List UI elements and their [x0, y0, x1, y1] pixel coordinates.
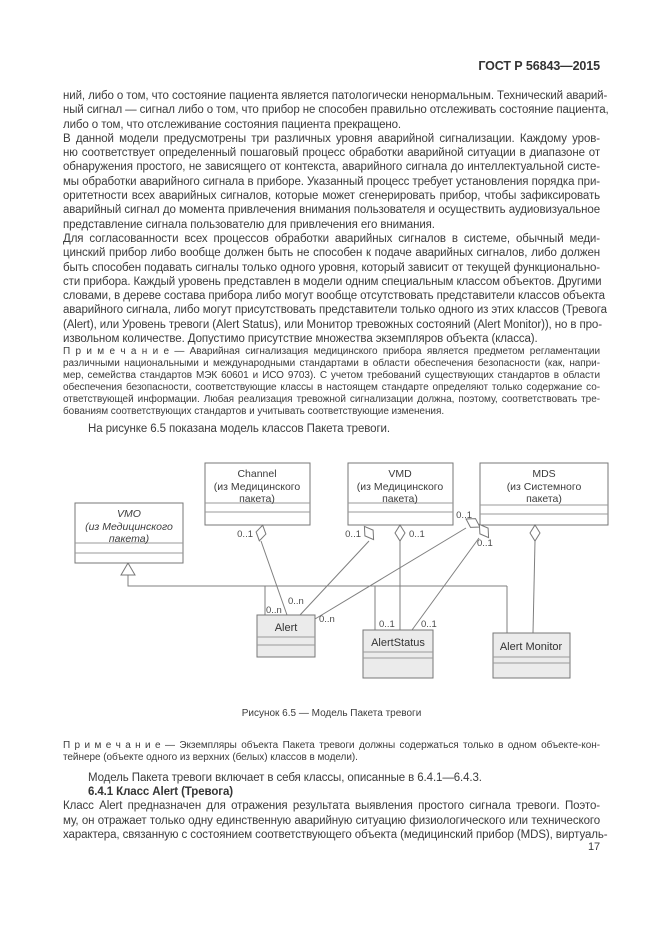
generalization-triangle-icon	[120, 562, 136, 576]
aggregation-diamonds	[255, 518, 541, 542]
text-line: ню соответствует определенный пошаговый …	[63, 147, 600, 160]
vmo-package-line2: пакета)	[109, 533, 149, 545]
text-line: Класс Alert предназначен для отражения р…	[63, 800, 600, 813]
mult-mds-status-whole: 0..1	[477, 538, 493, 549]
class-box-channel: Channel (из Медицинского пакета)	[204, 462, 311, 526]
edge-mds-alertstatus	[411, 537, 480, 631]
paragraph-5: Модель Пакета тревоги включает в себя кл…	[88, 771, 482, 784]
alertstatus-name: AlertStatus	[371, 637, 425, 649]
text-line: представление сигнала пользователю для п…	[63, 218, 435, 231]
class-box-mds: MDS (из Системного пакета)	[479, 462, 609, 526]
text-line: аварийный сигнал до момента привлечения …	[63, 204, 600, 217]
text-column: ГОСТ Р 56843—2015 ний, либо о том, что с…	[63, 0, 609, 854]
paragraph-1: ний, либо о том, что состояние пациента …	[63, 89, 609, 132]
mult-channel-whole: 0..1	[237, 529, 253, 540]
mult-status-part-right: 0..1	[421, 619, 437, 630]
text-line: аварийного сигнала, либо могут присутств…	[63, 304, 607, 317]
uml-class-diagram-figure: VMO (из Медицинского пакета) Channel (из…	[0, 455, 661, 705]
text-line: ный сигнал — сигнал либо о том, что приб…	[63, 104, 609, 117]
paragraph-3: Для согласованности всех процессов обраб…	[63, 232, 607, 346]
page-header-standard-number: ГОСТ Р 56843—2015	[478, 59, 600, 73]
paragraph-figure-ref: На рисунке 6.5 показана модель классов П…	[88, 423, 390, 436]
vmo-name: VMO	[117, 508, 141, 520]
paragraph-2: В данной модели предусмотрены три различ…	[63, 132, 600, 232]
aggregation-diamond-vmd-left-icon	[363, 525, 375, 541]
text-line: сти прибора. Каждый уровень представлен …	[63, 275, 602, 288]
generalization-edges	[120, 562, 508, 633]
text-line: характера, связанную с состоянием соотве…	[63, 828, 608, 841]
channel-package-line2: пакета)	[239, 493, 275, 505]
aggregation-diamond-mds-corner-icon	[478, 523, 490, 539]
note-2: П р и м е ч а н и е — Экземпляры объекта…	[63, 740, 600, 764]
text-line: П р и м е ч а н и е — Экземпляры объекта…	[63, 739, 600, 751]
text-line: обнаружения простого, не зависящего от к…	[63, 161, 600, 174]
aggregation-diamond-channel-icon	[255, 524, 267, 542]
text-line: либо о том, что отслеживание состояния п…	[63, 118, 402, 131]
aggregation-diamond-vmd-right-icon	[394, 524, 406, 542]
heading-6-4-1: 6.4.1 Класс Alert (Тревога)	[88, 785, 233, 798]
class-box-alertmonitor: Alert Monitor	[492, 632, 571, 679]
mds-name: MDS	[532, 468, 555, 480]
class-box-vmo: VMO (из Медицинского пакета)	[74, 502, 184, 564]
edge-channel-alert	[260, 540, 288, 616]
text-line: тейнере (объекте одного из верхних (белы…	[63, 751, 358, 763]
mult-alert-part-left: 0..n	[266, 605, 282, 616]
text-line: быть способен подавать сигналы только од…	[63, 261, 600, 274]
text-line: различными национальными и международным…	[63, 358, 600, 370]
edge-vmd-alert	[299, 540, 370, 616]
paragraph-6: Класс Alert предназначен для отражения р…	[63, 799, 608, 842]
text-line: Для согласованности всех процессов обраб…	[63, 232, 600, 245]
mult-alert-part-top: 0..n	[288, 596, 304, 607]
edge-mds-alert	[314, 527, 467, 620]
mult-vmd-alert-whole: 0..1	[345, 529, 361, 540]
text-line: ответствующей информации. Любая реализац…	[63, 394, 600, 406]
aggregation-edges	[260, 527, 536, 634]
multiplicity-labels: 0..1 0..1 0..1 0..1 0..1 0..n 0..n 0..n …	[237, 510, 493, 630]
uml-diagram-svg: VMO (из Медицинского пакета) Channel (из…	[74, 462, 609, 679]
mult-alert-part-right: 0..n	[319, 614, 335, 625]
vmd-package-line2: пакета)	[382, 493, 418, 505]
text-line: П р и м е ч а н и е — Аварийная сигнализ…	[63, 346, 600, 358]
text-line: бованиям соответствующих стандартов и уч…	[63, 406, 445, 418]
vmd-package-line1: (из Медицинского	[357, 481, 444, 493]
text-line: оритетности всех аварийных сигналов, кот…	[63, 190, 600, 203]
aggregation-diamond-mds-bottom-icon	[529, 524, 541, 542]
class-box-vmd: VMD (из Медицинского пакета)	[347, 462, 454, 526]
text-line: цинский прибор либо вообще должен быть н…	[63, 247, 600, 260]
mds-package-line1: (из Системного	[507, 481, 582, 493]
class-box-alert: Alert	[256, 614, 316, 658]
mult-status-part-left: 0..1	[379, 619, 395, 630]
text-line: обеспечения безопасности, соответствующи…	[63, 382, 600, 394]
text-line: мы обработки аварийного сигнала в прибор…	[63, 175, 600, 188]
alertmonitor-name: Alert Monitor	[500, 641, 563, 653]
channel-package-line1: (из Медицинского	[214, 481, 301, 493]
page-number: 17	[587, 841, 600, 854]
edge-mds-alertmonitor	[532, 540, 536, 634]
mult-mds-alert-whole: 0..1	[456, 510, 472, 521]
vmo-package-line1: (из Медицинского	[85, 521, 173, 533]
generalization-bus-line	[127, 575, 507, 587]
channel-name: Channel	[237, 468, 276, 480]
text-line: му, он отражает только одну единственную…	[63, 814, 600, 827]
mult-vmd-status-whole: 0..1	[409, 529, 425, 540]
class-box-alertstatus: AlertStatus	[362, 629, 434, 679]
text-line: извольном количестве. Допустимо присутст…	[63, 333, 538, 346]
text-line: мер, семейства стандартов МЭК 60601 и ИС…	[63, 370, 600, 382]
text-line: словами, в дереве состава прибора либо м…	[63, 290, 605, 303]
text-line: (Alert), или Уровень тревоги (Alert Stat…	[63, 318, 602, 331]
text-line: ний, либо о том, что состояние пациента …	[63, 90, 608, 102]
note-1: П р и м е ч а н и е — Аварийная сигнализ…	[63, 346, 600, 418]
text-line: В данной модели предусмотрены три различ…	[63, 132, 600, 145]
vmd-name: VMD	[388, 468, 412, 480]
mds-package-line2: пакета)	[526, 493, 562, 505]
figure-caption: Рисунок 6.5 — Модель Пакета тревоги	[241, 708, 422, 719]
alert-name: Alert	[275, 622, 298, 634]
